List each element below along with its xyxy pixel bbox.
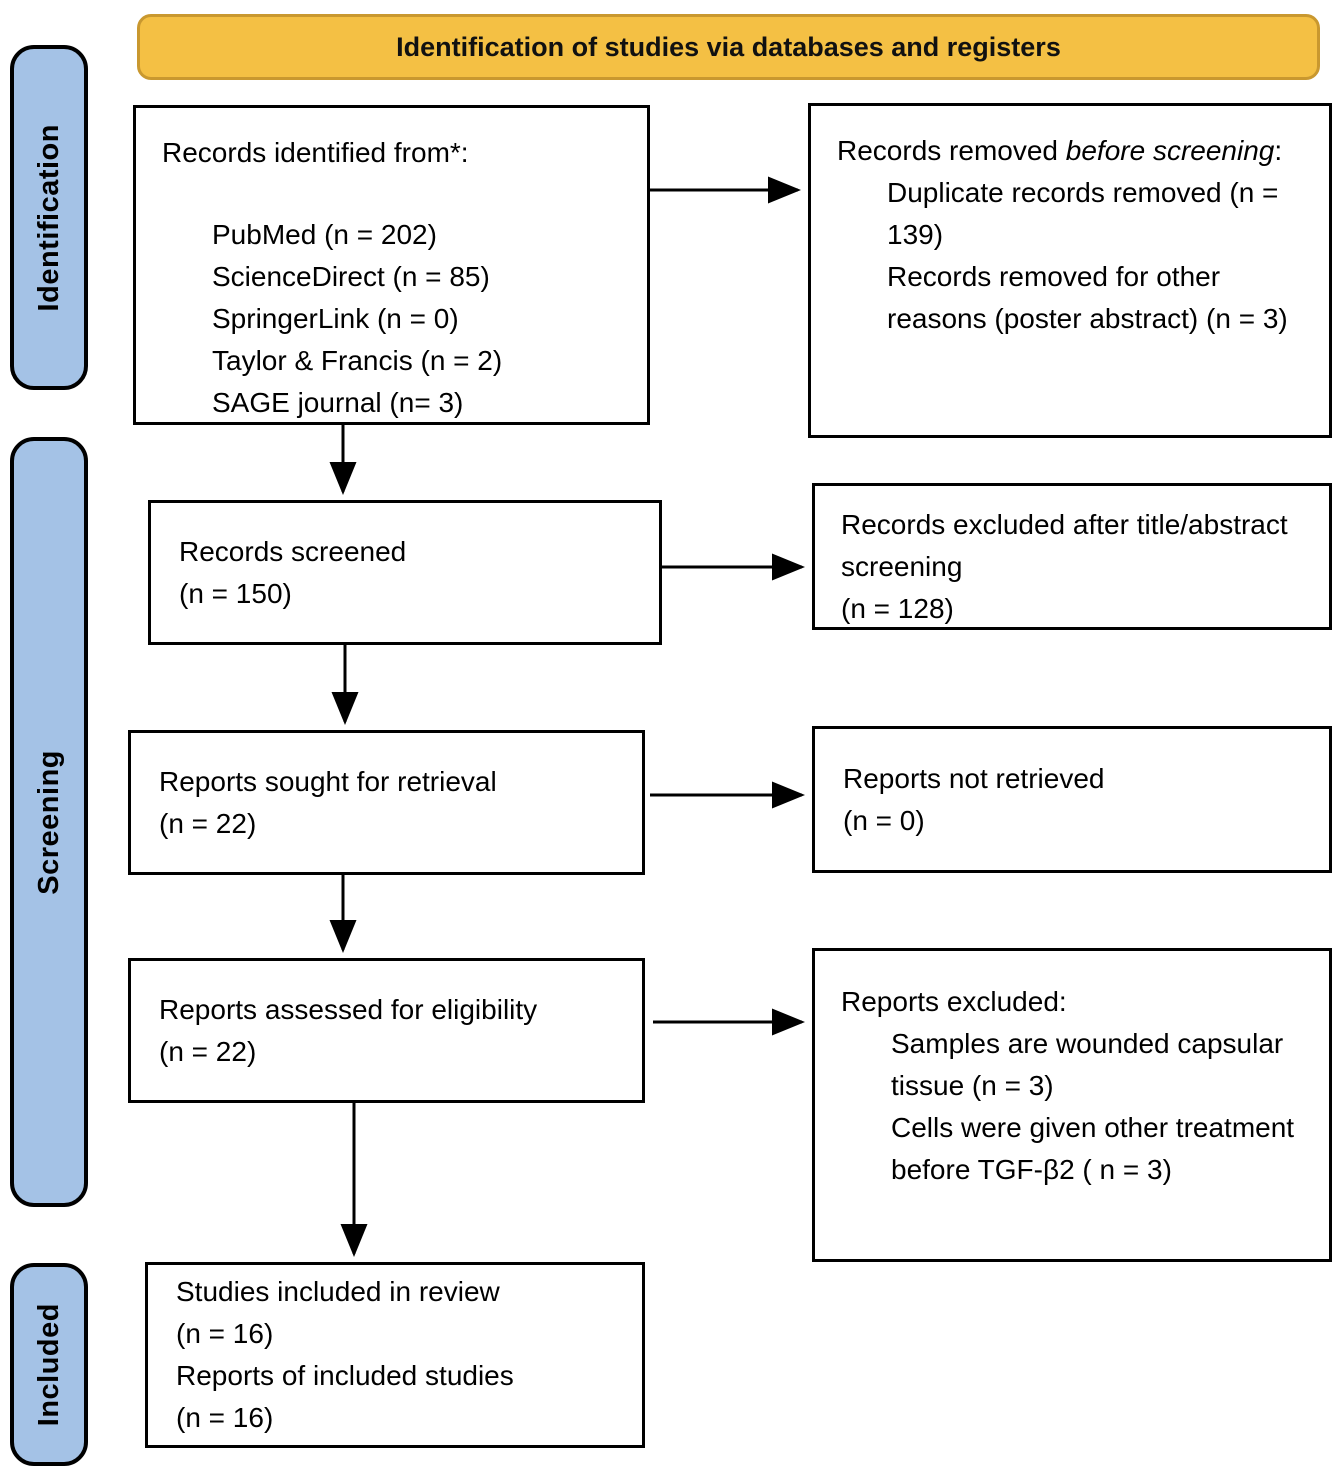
- stage-band-identification: Identification: [10, 45, 88, 390]
- box-heading: Reports excluded:: [841, 986, 1067, 1017]
- box-reports-assessed: Reports assessed for eligibility (n = 22…: [128, 958, 645, 1103]
- box-studies-included: Studies included in review (n = 16) Repo…: [145, 1262, 645, 1448]
- box-count: (n = 150): [179, 577, 292, 609]
- list-item: SAGE journal (n= 3): [212, 387, 464, 418]
- box-reports-excluded: Reports excluded: Samples are wounded ca…: [812, 948, 1332, 1262]
- stage-label-identification: Identification: [32, 123, 65, 312]
- box-heading: Records removed before screening:: [837, 135, 1283, 166]
- list-item: Records removed for other reasons (poste…: [887, 261, 1288, 334]
- box-count: (n = 128): [841, 593, 954, 624]
- title-banner: Identification of studies via databases …: [137, 14, 1320, 80]
- box-reports-not-retrieved: Reports not retrieved (n = 0): [812, 726, 1332, 873]
- box-records-excluded-title-abstract: Records excluded after title/abstract sc…: [812, 483, 1332, 630]
- database-list: PubMed (n = 202) ScienceDirect (n = 85) …: [162, 214, 621, 424]
- box-records-identified: Records identified from*: PubMed (n = 20…: [133, 105, 650, 425]
- list-item: Samples are wounded capsular tissue (n =…: [891, 1028, 1284, 1101]
- box-text: Reports of included studies: [176, 1360, 514, 1391]
- list-item: SpringerLink (n = 0): [212, 303, 459, 334]
- list-item: ScienceDirect (n = 85): [212, 261, 490, 292]
- box-text: Records screened: [179, 535, 407, 567]
- stage-band-included: Included: [10, 1263, 88, 1466]
- box-text: Reports not retrieved: [843, 762, 1105, 794]
- box-count: (n = 22): [159, 1035, 257, 1067]
- box-count: (n = 16): [176, 1318, 274, 1349]
- list-item: PubMed (n = 202): [212, 219, 437, 250]
- box-records-screened: Records screened (n = 150): [148, 500, 662, 645]
- box-text: Studies included in review: [176, 1276, 500, 1307]
- box-text: Reports sought for retrieval: [159, 765, 497, 797]
- list-item: Duplicate records removed (n = 139): [887, 177, 1279, 250]
- box-records-removed-before-screening: Records removed before screening: Duplic…: [808, 103, 1332, 438]
- box-count: (n = 0): [843, 804, 925, 836]
- box-text: Records excluded after title/abstract sc…: [841, 509, 1288, 582]
- diagram-title: Identification of studies via databases …: [396, 31, 1061, 62]
- box-count: (n = 16): [176, 1402, 274, 1433]
- list-item: Cells were given other treatment before …: [891, 1112, 1295, 1185]
- box-reports-sought: Reports sought for retrieval (n = 22): [128, 730, 645, 875]
- box-heading: Records identified from*:: [162, 137, 469, 168]
- box-count: (n = 22): [159, 807, 257, 839]
- stage-band-screening: Screening: [10, 437, 88, 1207]
- list-item: Taylor & Francis (n = 2): [212, 345, 503, 376]
- box-text: Reports assessed for eligibility: [159, 993, 538, 1025]
- stage-label-included: Included: [32, 1302, 65, 1427]
- stage-label-screening: Screening: [32, 749, 65, 895]
